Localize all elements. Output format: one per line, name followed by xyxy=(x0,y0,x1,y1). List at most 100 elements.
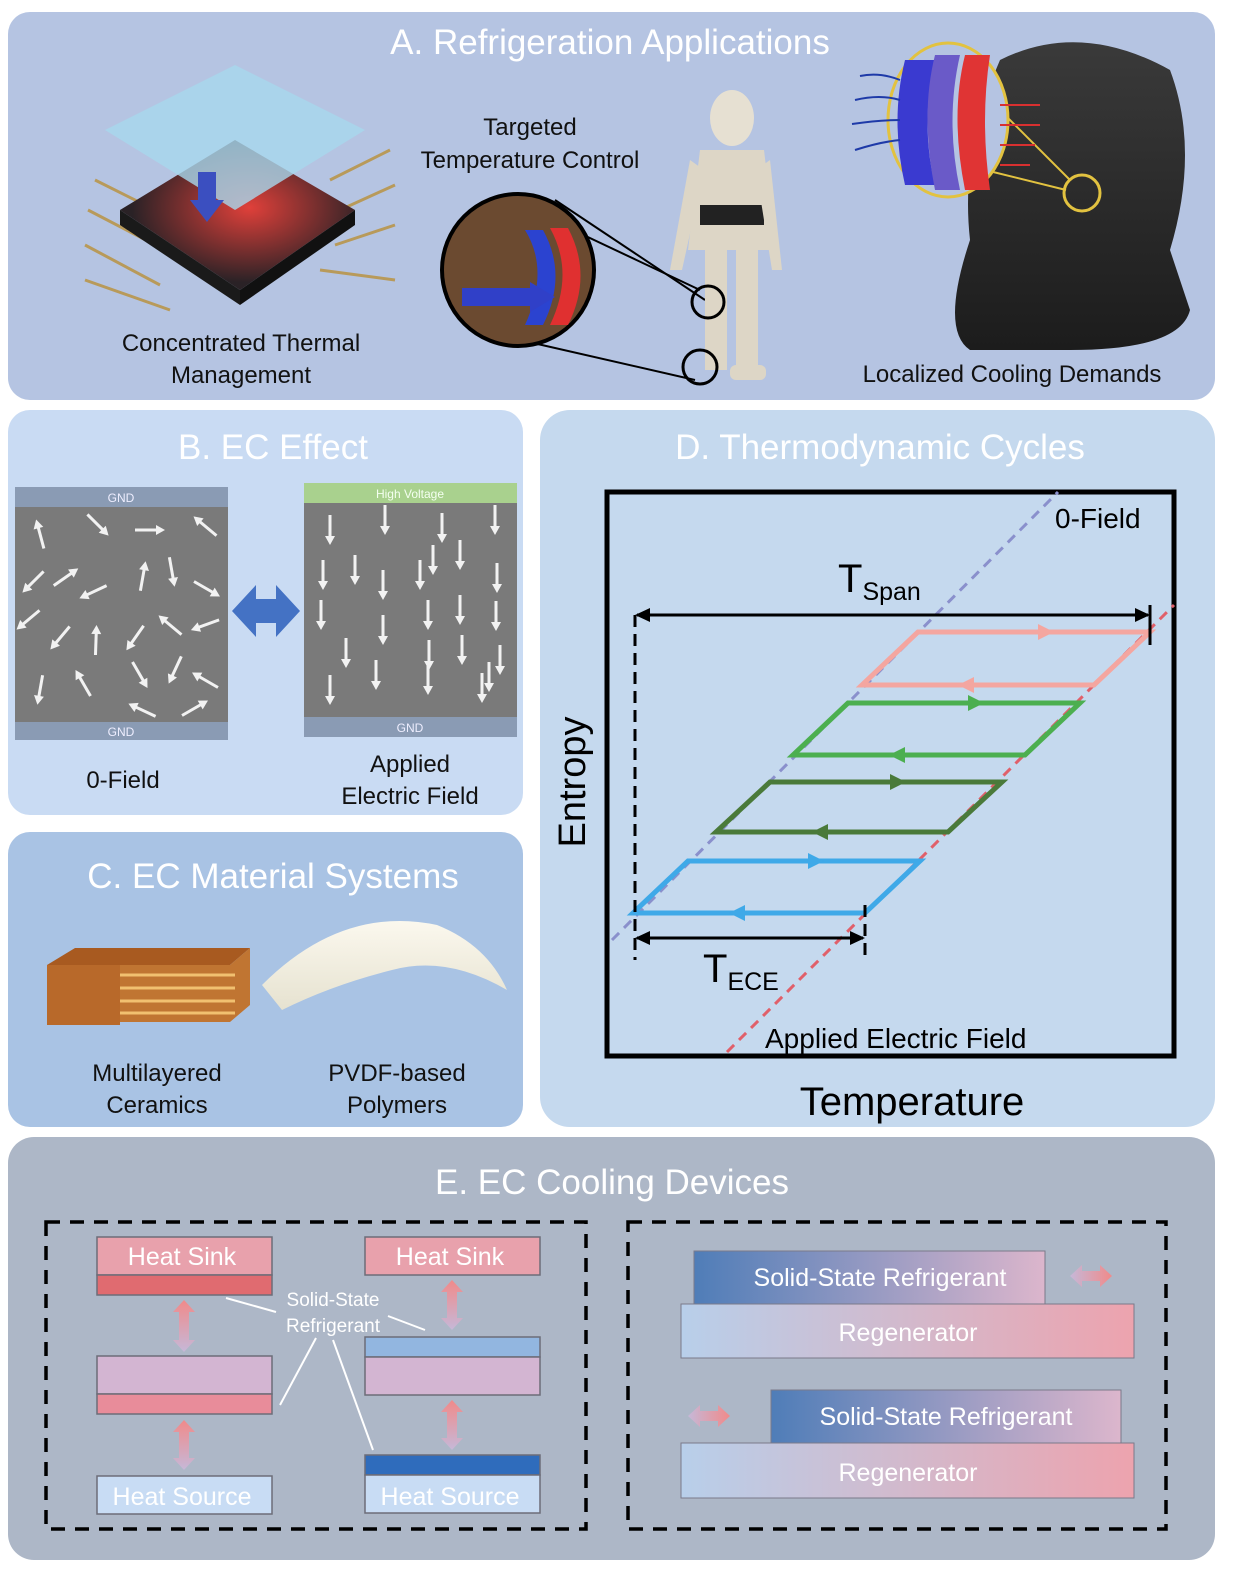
dipole-arrows xyxy=(16,505,505,718)
panel-c: C. EC Material Systems Multilayered Cera… xyxy=(8,832,523,1127)
refrigerant-callout-line1: Solid-State xyxy=(287,1290,380,1311)
heat-flow-arrow-icon xyxy=(441,1280,463,1330)
cycle-loop xyxy=(709,779,1009,835)
heat-source-2 xyxy=(364,1474,541,1514)
motion-arrow-2-icon xyxy=(688,1405,730,1427)
chip-label-line1: Concentrated Thermal xyxy=(122,330,360,357)
x-axis-label: Temperature xyxy=(800,1080,1025,1124)
left-bottom-electrode-label: GND xyxy=(108,725,135,739)
left-top-electrode xyxy=(15,487,228,507)
refrigerant-layer-2a xyxy=(364,1336,541,1358)
dipole-arrow-icon xyxy=(415,560,425,590)
heat-source-2-label: Heat Source xyxy=(381,1483,520,1511)
panel-b: B. EC Effect GND GND High Voltage GND 0-… xyxy=(8,410,523,815)
left-top-electrode-label: GND xyxy=(108,491,135,505)
heat-sink-2 xyxy=(364,1236,541,1276)
panel-d-background xyxy=(540,410,1215,1127)
applied-field-dielectric xyxy=(304,483,517,737)
chip-illustration xyxy=(84,65,396,312)
applied-field-line-label: Applied Electric Field xyxy=(765,1023,1026,1054)
panel-d-title: D. Thermodynamic Cycles xyxy=(675,428,1085,467)
cycle-direction-arrow-icon xyxy=(1038,624,1054,640)
callout-leader-lines xyxy=(225,1297,426,1451)
ceramics-label-line1: Multilayered xyxy=(92,1060,221,1087)
refrigerant-layer-1a xyxy=(96,1274,273,1296)
dipole-arrow-icon xyxy=(477,673,487,703)
regenerator-1 xyxy=(680,1303,1135,1359)
left-bottom-electrode xyxy=(15,722,228,740)
heat-sink-1 xyxy=(96,1236,273,1276)
dipole-arrow-icon xyxy=(192,672,219,689)
dipole-arrow-icon xyxy=(126,624,145,651)
device-box-left xyxy=(44,1220,588,1531)
regenerator-1-label: Regenerator xyxy=(839,1319,978,1347)
zero-field-label: 0-Field xyxy=(86,767,159,794)
applied-field-label-line2: Electric Field xyxy=(341,783,478,810)
cycle-loop xyxy=(786,700,1087,758)
dipole-arrow-icon xyxy=(490,505,500,535)
cycle-direction-arrow-icon xyxy=(890,774,906,790)
dipole-arrow-icon xyxy=(91,625,102,656)
dipole-arrow-icon xyxy=(86,513,109,536)
intermediate-layer-2 xyxy=(364,1356,541,1396)
heat-arrow-icon xyxy=(198,172,216,202)
dipole-arrow-icon xyxy=(193,516,218,537)
applied-field-isofield-line xyxy=(725,603,1176,1054)
dipole-arrow-icon xyxy=(50,625,71,650)
robot-illustration xyxy=(440,90,782,386)
heat-flow-arrow-icon xyxy=(173,1420,195,1470)
ssr-1-label: Solid-State Refrigerant xyxy=(754,1264,1007,1292)
motion-arrow-1-icon xyxy=(1070,1265,1112,1287)
dipole-arrow-icon xyxy=(52,568,79,587)
tspan-label: TSpan xyxy=(838,557,921,606)
applied-field-label-line1: Applied xyxy=(370,751,450,778)
ssr-2 xyxy=(770,1389,1122,1444)
dipole-arrow-icon xyxy=(318,560,328,590)
hot-flow-arrows-icon xyxy=(1000,104,1040,166)
dipole-arrow-icon xyxy=(457,635,467,665)
dipole-arrow-icon xyxy=(350,555,360,585)
cycle-direction-arrow-icon xyxy=(729,905,745,921)
dipole-arrow-icon xyxy=(135,525,165,535)
heat-sink-1-label: Heat Sink xyxy=(128,1243,237,1271)
plot-frame xyxy=(604,489,1177,1059)
y-axis-label: Entropy xyxy=(552,717,594,848)
dipole-arrow-icon xyxy=(138,561,149,592)
dipole-arrow-icon xyxy=(437,513,447,543)
dipole-arrow-icon xyxy=(190,618,220,632)
right-top-electrode-label: High Voltage xyxy=(376,487,444,501)
ssr-2-label: Solid-State Refrigerant xyxy=(820,1403,1073,1431)
dipole-arrow-icon xyxy=(491,601,501,631)
polymer-label-line1: PVDF-based xyxy=(328,1060,465,1087)
panel-b-title: B. EC Effect xyxy=(178,428,368,467)
pvdf-film-illustration xyxy=(262,921,507,1010)
cold-flow-arrows-icon xyxy=(851,73,901,151)
panel-c-background xyxy=(8,832,523,1127)
dipole-arrow-icon xyxy=(378,615,388,645)
dipole-arrow-icon xyxy=(325,675,335,705)
heat-source-1 xyxy=(96,1475,273,1515)
heat-sink-2-label: Heat Sink xyxy=(396,1243,505,1271)
dipole-arrow-icon xyxy=(33,519,46,549)
panel-c-title: C. EC Material Systems xyxy=(87,857,458,896)
dipole-arrow-icon xyxy=(380,505,390,535)
dipole-arrow-icon xyxy=(378,570,388,600)
dipole-arrow-icon xyxy=(167,556,178,587)
dipole-arrow-icon xyxy=(455,540,465,570)
right-top-electrode xyxy=(304,483,517,503)
dipole-arrow-icon xyxy=(22,570,45,593)
dipole-arrow-icon xyxy=(455,595,465,625)
refrigerant-layer-1b xyxy=(96,1393,273,1415)
dipole-arrow-icon xyxy=(79,584,108,600)
ceramics-label-line2: Ceramics xyxy=(106,1092,207,1119)
dipole-arrow-icon xyxy=(495,645,505,675)
tece-label: TECE xyxy=(703,947,779,996)
cycle-direction-arrow-icon xyxy=(812,824,828,840)
dipole-arrow-icon xyxy=(16,609,41,630)
dipole-arrow-icon xyxy=(131,661,148,688)
chip-label-line2: Management xyxy=(171,362,311,389)
panel-e: E. EC Cooling Devices Heat Sink Heat Sin… xyxy=(8,1137,1215,1560)
dipole-arrow-icon xyxy=(325,515,335,545)
cycle-direction-arrow-icon xyxy=(808,853,824,869)
